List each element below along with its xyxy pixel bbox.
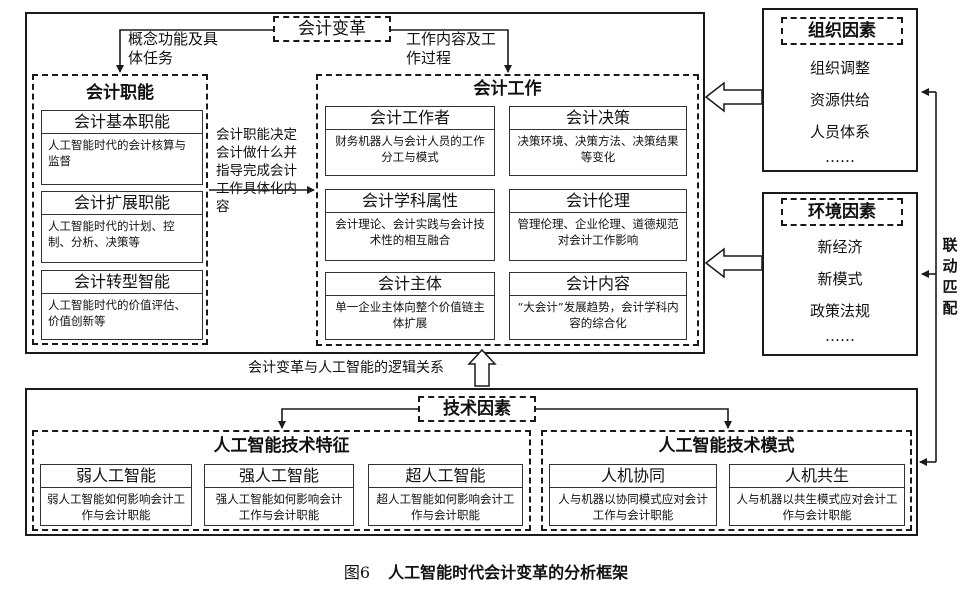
figure-number: 图6	[343, 563, 371, 582]
ai-feature-title: 强人工智能	[205, 465, 353, 488]
work-process-label: 工作内容及工作过程	[406, 30, 497, 67]
env-factor-item: 新模式	[817, 270, 863, 288]
linkage-match-label: 联动匹配	[942, 236, 958, 317]
org-factor-item: 人员体系	[809, 123, 870, 141]
work-card-ethics: 会计伦理 管理伦理、企业伦理、道德规范对会计工作影响	[509, 189, 687, 261]
ai-mode-title: 人机共生	[730, 465, 904, 488]
work-card-title: 会计学科属性	[326, 190, 494, 213]
ai-feature-super: 超人工智能 超人工智能如何影响会计工作与会计职能	[368, 464, 523, 526]
ai-mode-collab: 人机协同 人与机器以协同模式应对会计工作与会计职能	[549, 464, 717, 526]
function-card-title: 会计扩展职能	[42, 192, 202, 215]
ai-modes-title: 人工智能技术模式	[658, 436, 795, 456]
org-factor-item: 资源供给	[809, 91, 870, 109]
work-card-content: 会计内容 “大会计”发展趋势，会计学科内容的综合化	[509, 272, 687, 340]
work-card-body: 单一企业主体向整个价值链主体扩展	[335, 300, 485, 330]
figure-title: 人工智能时代会计变革的分析框架	[388, 563, 629, 582]
ai-features-group: 人工智能技术特征	[32, 430, 531, 531]
work-card-body: 管理伦理、企业伦理、道德规范对会计工作影响	[517, 217, 679, 247]
work-card-body: 会计理论、会计实践与会计技术性的相互融合	[335, 217, 485, 247]
function-card-body: 人工智能时代的计划、控制、分析、决策等	[48, 219, 175, 249]
work-card-title: 会计伦理	[510, 190, 686, 213]
org-factor-item: ……	[825, 148, 855, 166]
work-card-decision: 会计决策 决策环境、决策方法、决策结果等变化	[509, 106, 687, 176]
function-card-extended: 会计扩展职能 人工智能时代的计划、控制、分析、决策等	[41, 191, 203, 263]
env-factor-item: 新经济	[817, 238, 863, 256]
ai-mode-title: 人机协同	[550, 465, 716, 488]
ai-modes-group: 人工智能技术模式	[541, 430, 912, 531]
org-factors-frame: 组织调整 资源供给 人员体系 ……	[762, 8, 918, 172]
work-card-worker: 会计工作者 财务机器人与会计人员的工作分工与模式	[325, 106, 495, 176]
env-factors-tag: 环境因素	[781, 198, 903, 226]
work-card-body: “大会计”发展趋势，会计学科内容的综合化	[517, 300, 679, 330]
ai-feature-body: 强人工智能如何影响会计工作与会计职能	[215, 492, 343, 522]
work-card-body: 财务机器人与会计人员的工作分工与模式	[335, 134, 485, 164]
org-factor-item: 组织调整	[809, 59, 870, 77]
work-card-body: 决策环境、决策方法、决策结果等变化	[517, 134, 679, 164]
ai-feature-body: 超人工智能如何影响会计工作与会计职能	[376, 492, 515, 522]
function-card-title: 会计基本职能	[42, 111, 202, 134]
work-card-title: 会计内容	[510, 273, 686, 296]
work-card-title: 会计决策	[510, 107, 686, 130]
work-card-title: 会计主体	[326, 273, 494, 296]
function-card-title: 会计转型智能	[42, 271, 202, 294]
ai-feature-title: 弱人工智能	[41, 465, 191, 488]
ai-feature-strong: 强人工智能 强人工智能如何影响会计工作与会计职能	[204, 464, 354, 526]
ai-mode-symbiosis: 人机共生 人与机器以共生模式应对会计工作与会计职能	[729, 464, 905, 526]
figure-caption: 图6 人工智能时代会计变革的分析框架	[0, 563, 972, 583]
function-card-body: 人工智能时代的会计核算与监督	[48, 138, 186, 168]
accounting-reform-tag: 会计变革	[273, 16, 391, 42]
accounting-reform-frame	[25, 12, 705, 354]
tech-factors-frame	[25, 388, 918, 536]
accounting-work-group: 会计工作	[316, 74, 699, 346]
concept-task-label: 概念功能及具体任务	[128, 30, 219, 67]
ai-feature-weak: 弱人工智能 弱人工智能如何影响会计工作与会计职能	[40, 464, 192, 526]
env-factor-item: ……	[825, 327, 855, 345]
env-factors-frame: 新经济 新模式 政策法规 ……	[762, 192, 918, 356]
env-factor-item: 政策法规	[809, 302, 870, 320]
ai-feature-body: 弱人工智能如何影响会计工作与会计职能	[47, 492, 185, 522]
ai-mode-body: 人与机器以协同模式应对会计工作与会计职能	[558, 492, 708, 522]
ai-feature-title: 超人工智能	[369, 465, 522, 488]
org-factors-tag: 组织因素	[781, 17, 903, 45]
function-card-basic: 会计基本职能 人工智能时代的会计核算与监督	[41, 110, 203, 185]
accounting-work-title: 会计工作	[473, 79, 542, 99]
work-card-discipline: 会计学科属性 会计理论、会计实践与会计技术性的相互融合	[325, 189, 495, 261]
relation-label: 会计变革与人工智能的逻辑关系	[248, 360, 444, 376]
accounting-functions-title: 会计职能	[86, 83, 154, 103]
ai-features-title: 人工智能技术特征	[213, 436, 350, 456]
function-card-body: 人工智能时代的价值评估、价值创新等	[48, 298, 186, 328]
accounting-functions-group: 会计职能	[32, 74, 208, 345]
function-card-transform: 会计转型智能 人工智能时代的价值评估、价值创新等	[41, 270, 203, 340]
work-card-entity: 会计主体 单一企业主体向整个价值链主体扩展	[325, 272, 495, 340]
tech-factors-tag: 技术因素	[418, 396, 536, 422]
work-card-title: 会计工作者	[326, 107, 494, 130]
ai-mode-body: 人与机器以共生模式应对会计工作与会计职能	[736, 492, 898, 522]
function-guides-work-note: 会计职能决定会计做什么并指导完成会计工作具体化内容	[216, 127, 297, 215]
